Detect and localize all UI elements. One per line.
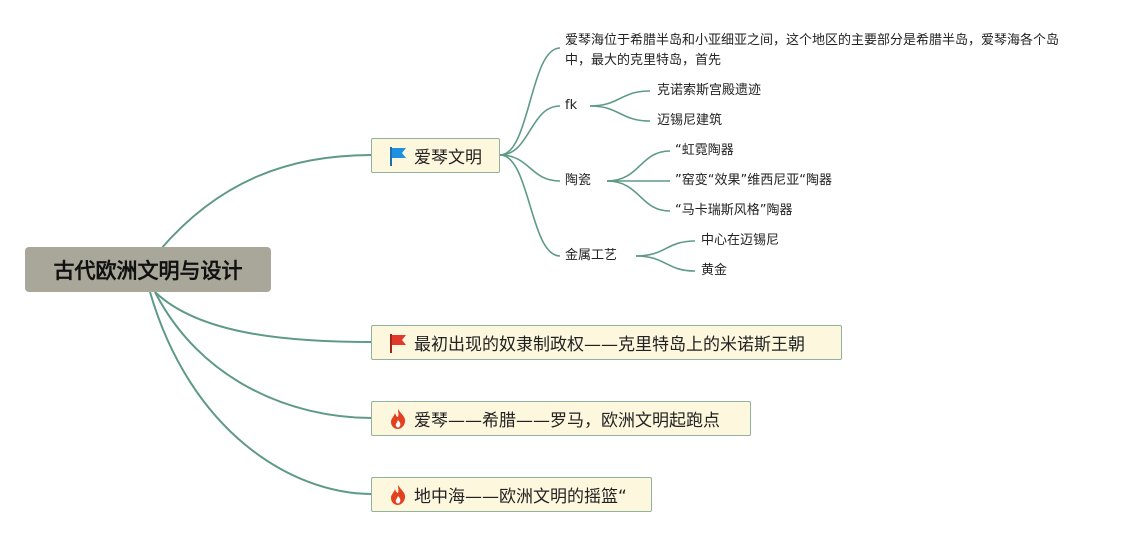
leaf-mycenae-architecture[interactable]: 迈锡尼建筑 — [657, 113, 723, 128]
fire-icon — [388, 408, 408, 430]
topic-label: 最初出现的奴隶制政权——克里特岛上的米诺斯王朝 — [414, 335, 805, 355]
subtopic-aegean-intro[interactable]: 爱琴海位于希腊半岛和小亚细亚之间，这个地区的主要部分是希腊半岛，爱琴海各个岛中，… — [565, 33, 1060, 68]
leaf-rainbow-pottery[interactable]: “虹霓陶器 — [675, 143, 734, 158]
topic-label: 地中海——欧洲文明的摇篮“ — [414, 487, 627, 507]
subtopic-ceramics[interactable]: 陶瓷 — [565, 173, 592, 188]
topic-label: 爱琴——希腊——罗马，欧洲文明起跑点 — [414, 411, 720, 431]
topic-label: 爱琴文明 — [414, 148, 482, 168]
subtopic-fk[interactable]: fk — [565, 98, 578, 113]
topic-aegean-civilization[interactable]: 爱琴文明 — [371, 138, 500, 173]
leaf-gold[interactable]: 黄金 — [701, 263, 728, 278]
leaf-center-mycenae[interactable]: 中心在迈锡尼 — [701, 233, 780, 248]
topic-aegean-greece-rome[interactable]: 爱琴——希腊——罗马，欧洲文明起跑点 — [371, 401, 751, 436]
fire-icon — [388, 484, 408, 506]
topic-mediterranean[interactable]: 地中海——欧洲文明的摇篮“ — [371, 477, 652, 512]
root-topic-label: 古代欧洲文明与设计 — [53, 258, 243, 283]
root-topic[interactable]: 古代欧洲文明与设计 — [25, 247, 271, 292]
blue-flag-icon — [388, 145, 408, 167]
leaf-kamares-pottery[interactable]: “马卡瑞斯风格”陶器 — [675, 203, 793, 218]
subtopic-metalwork[interactable]: 金属工艺 — [565, 248, 618, 263]
red-flag-icon — [388, 332, 408, 354]
leaf-knossos-palace[interactable]: 克诺索斯宫殿遗迹 — [657, 83, 762, 98]
topic-minoan-dynasty[interactable]: 最初出现的奴隶制政权——克里特岛上的米诺斯王朝 — [371, 325, 842, 360]
leaf-kiln-pottery[interactable]: ”窑变“效果”维西尼亚“陶器 — [675, 173, 832, 188]
